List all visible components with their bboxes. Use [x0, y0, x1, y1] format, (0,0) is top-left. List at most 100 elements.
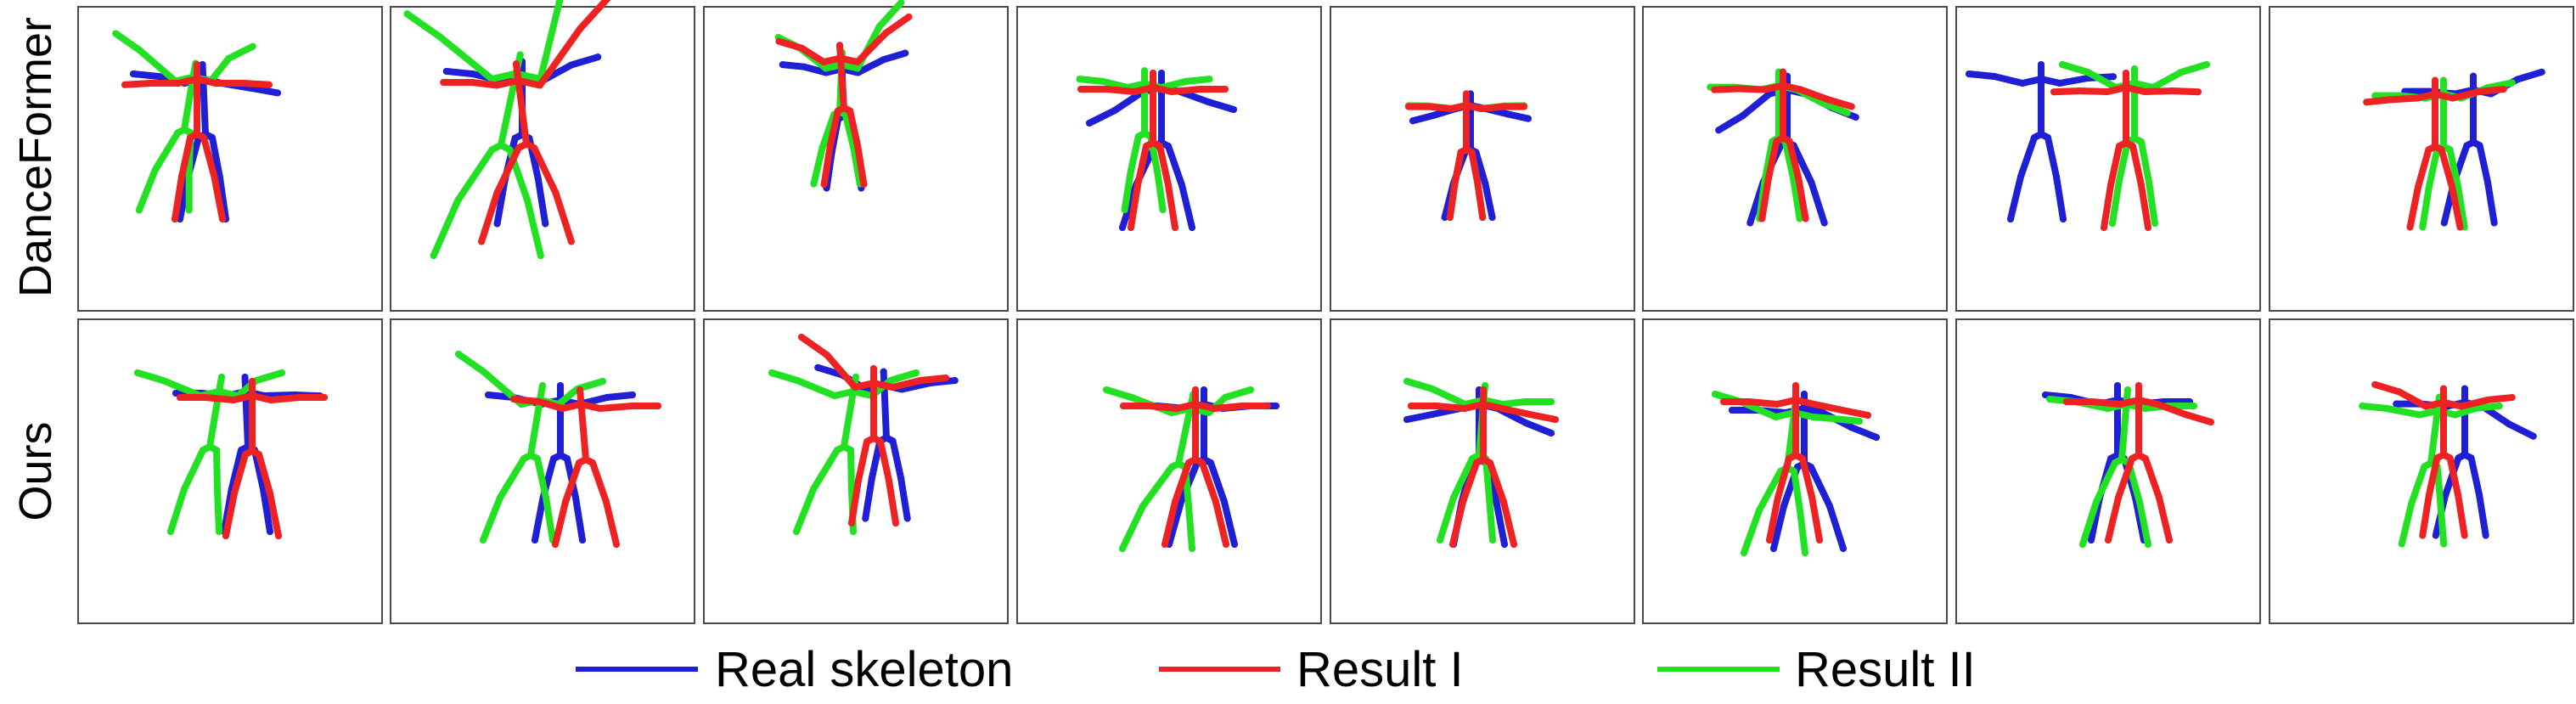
- result-2-skeleton-bone: [2433, 463, 2444, 507]
- result-1-skeleton: [798, 334, 949, 527]
- result-1-skeleton-joint: [1192, 386, 1199, 393]
- result-2-skeleton-joint: [2425, 183, 2433, 190]
- result-2-skeleton-joint: [481, 369, 487, 375]
- real-skeleton-bone: [1522, 420, 1555, 436]
- result-1-skeleton-bone: [510, 396, 543, 405]
- real-skeleton-joint: [880, 368, 887, 375]
- result-2-skeleton-joint: [218, 374, 225, 380]
- result-2-skeleton-bone: [2472, 403, 2503, 412]
- real-skeleton-bone: [1205, 99, 1237, 113]
- result-1-skeleton-bone: [178, 134, 194, 180]
- result-1-skeleton-joint: [478, 238, 486, 245]
- result-2-skeleton-joint: [2124, 386, 2131, 393]
- result-1-skeleton-joint: [1865, 412, 1871, 419]
- real-skeleton-joint: [2042, 391, 2049, 398]
- result-1-skeleton-bone: [2449, 87, 2483, 102]
- result-1-skeleton-bone: [882, 13, 913, 37]
- result-1-skeleton-joint: [1077, 86, 1084, 93]
- real-skeleton-joint: [274, 89, 281, 97]
- result-1-skeleton: [2050, 70, 2202, 231]
- result-1-skeleton-joint: [603, 498, 610, 505]
- result-2-skeleton-joint: [1802, 549, 1808, 556]
- result-1-skeleton-bone: [1211, 403, 1246, 412]
- real-skeleton-joint: [1840, 545, 1847, 552]
- result-1-skeleton: [775, 13, 913, 188]
- result-2-skeleton-bone: [2484, 79, 2516, 92]
- result-1-skeleton-joint: [2138, 182, 2145, 189]
- result-1-skeleton-bone: [121, 80, 154, 88]
- result-1-skeleton-joint: [219, 216, 226, 222]
- result-1-skeleton-joint: [892, 520, 899, 527]
- result-1-skeleton-joint: [2169, 87, 2176, 94]
- result-2-skeleton-bone: [2427, 407, 2441, 467]
- real-skeleton-bone: [604, 391, 636, 401]
- real-skeleton-bone: [2514, 68, 2545, 83]
- real-skeleton-bone: [260, 486, 273, 535]
- real-skeleton-bone: [1165, 143, 1185, 189]
- real-skeleton-bone: [1770, 503, 1787, 552]
- result-1-skeleton-bone: [267, 490, 282, 539]
- result-2-skeleton-joint: [454, 197, 462, 204]
- result-1-skeleton-bone: [1172, 459, 1192, 505]
- result-1-skeleton-bone: [2455, 492, 2468, 539]
- panel: [1642, 318, 1948, 624]
- result-2-skeleton-bone: [497, 455, 527, 501]
- result-1-skeleton-joint: [1839, 407, 1846, 414]
- result-1-skeleton-bone: [824, 352, 858, 391]
- result-1-skeleton-bone: [2076, 87, 2111, 95]
- panel: [390, 0, 695, 312]
- result-1-skeleton-bone: [1786, 138, 1803, 182]
- result-2-skeleton-joint: [2178, 69, 2185, 76]
- result-2-skeleton: [134, 369, 285, 535]
- result-1-skeleton-joint: [211, 173, 218, 180]
- real-skeleton-joint: [172, 390, 179, 397]
- result-1-skeleton-bone: [2141, 87, 2176, 95]
- result-1-skeleton-bone: [1808, 494, 1823, 543]
- result-1-skeleton-joint: [1264, 403, 1271, 409]
- result-2-skeleton-bone: [1741, 507, 1763, 556]
- result-1-skeleton-joint: [1500, 103, 1507, 110]
- result-2-skeleton-bone: [1154, 168, 1167, 213]
- real-skeleton-joint: [199, 61, 206, 68]
- result-1-skeleton-bone: [2089, 398, 2123, 408]
- real-skeleton-bone: [249, 85, 281, 97]
- result-1-skeleton-joint: [798, 334, 805, 341]
- result-1-skeleton-joint: [1735, 85, 1742, 93]
- result-2-skeleton-joint: [2145, 541, 2151, 548]
- result-1-skeleton-joint: [2135, 382, 2142, 389]
- result-1-skeleton-bone: [820, 143, 834, 188]
- real-skeleton-bone: [1966, 70, 1998, 80]
- result-1-skeleton-bone: [1449, 498, 1466, 548]
- result-1-skeleton-joint: [2440, 385, 2447, 392]
- result-2-skeleton-bone: [136, 47, 179, 85]
- result-2-skeleton-bone: [1121, 168, 1134, 213]
- result-2-skeleton-bone: [1119, 503, 1146, 552]
- real-skeleton-bone: [209, 134, 223, 180]
- result-1-skeleton-bone: [562, 459, 582, 505]
- real-skeleton-bone: [814, 363, 846, 379]
- result-1-skeleton-bone: [200, 134, 218, 180]
- result-2-skeleton: [768, 369, 920, 535]
- result-1-skeleton-joint: [2448, 183, 2455, 190]
- result-2-skeleton-joint: [134, 369, 141, 376]
- panel: [1642, 6, 1948, 312]
- panel: [77, 6, 383, 312]
- result-2-skeleton-bone: [488, 70, 520, 82]
- result-2-skeleton-joint: [1119, 545, 1126, 552]
- result-2-skeleton-bone: [214, 486, 222, 535]
- result-1-skeleton-bone: [531, 144, 560, 196]
- result-1-skeleton-bone: [1824, 95, 1855, 110]
- result-1-skeleton-joint: [798, 44, 806, 52]
- result-1-skeleton: [1720, 382, 1871, 543]
- result-1-skeleton-bone: [2156, 494, 2173, 543]
- real-skeleton-joint: [1488, 214, 1496, 221]
- result-2-skeleton-joint: [214, 486, 221, 493]
- result-1-skeleton-bone: [853, 29, 890, 65]
- result-2-skeleton-joint: [1741, 549, 1747, 556]
- result-2-skeleton-joint: [2359, 403, 2366, 410]
- result-2-skeleton-bone: [2446, 146, 2462, 190]
- panel-frame: [1955, 6, 2261, 312]
- result-1-skeleton-joint: [2432, 76, 2438, 84]
- result-1-skeleton-bone: [2142, 455, 2163, 501]
- real-skeleton-bone: [2007, 173, 2024, 222]
